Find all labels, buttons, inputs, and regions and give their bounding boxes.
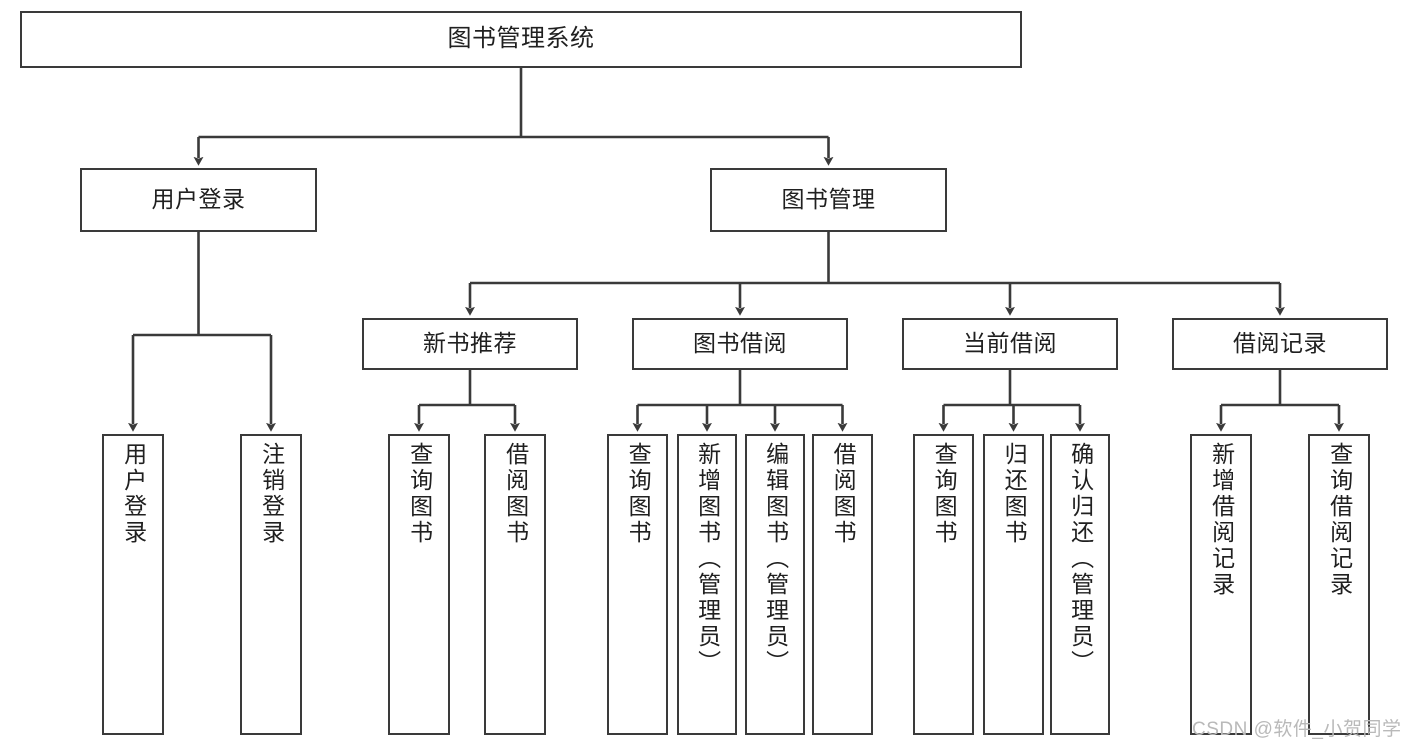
- node-leaf_b1[interactable]: 借阅图书: [484, 434, 546, 735]
- node-label-user_login: 用户登录: [151, 186, 246, 213]
- node-leaf_edit[interactable]: 编辑图书（管理员）: [745, 434, 805, 735]
- node-label-leaf_b2: 借阅图书: [830, 442, 857, 546]
- node-label-leaf_add: 新增图书（管理员）: [694, 442, 721, 676]
- node-label-new_rec: 新书推荐: [423, 330, 517, 357]
- node-label-leaf_logout: 注销登录: [258, 442, 285, 546]
- node-leaf_add[interactable]: 新增图书（管理员）: [677, 434, 737, 735]
- node-leaf_login[interactable]: 用户登录: [102, 434, 164, 735]
- edge-paths: [128, 68, 1344, 432]
- node-leaf_b2[interactable]: 借阅图书: [812, 434, 873, 735]
- node-label-leaf_qrec: 查询借阅记录: [1326, 442, 1353, 598]
- node-current[interactable]: 当前借阅: [902, 318, 1118, 370]
- node-label-leaf_b1: 借阅图书: [502, 442, 529, 546]
- node-leaf_qrec[interactable]: 查询借阅记录: [1308, 434, 1370, 735]
- node-label-leaf_q3: 查询图书: [931, 442, 958, 546]
- node-leaf_q3[interactable]: 查询图书: [913, 434, 974, 735]
- node-label-book_manage: 图书管理: [781, 186, 876, 213]
- node-label-root: 图书管理系统: [447, 25, 595, 53]
- node-label-records: 借阅记录: [1233, 330, 1327, 357]
- node-leaf_ret[interactable]: 归还图书: [983, 434, 1044, 735]
- node-borrow[interactable]: 图书借阅: [632, 318, 848, 370]
- node-label-leaf_conf: 确认归还（管理员）: [1067, 442, 1094, 676]
- node-label-leaf_ret: 归还图书: [1001, 442, 1028, 546]
- node-leaf_logout[interactable]: 注销登录: [240, 434, 302, 735]
- node-leaf_addrec[interactable]: 新增借阅记录: [1190, 434, 1252, 735]
- node-label-leaf_q1: 查询图书: [406, 442, 433, 546]
- node-leaf_q2[interactable]: 查询图书: [607, 434, 668, 735]
- node-label-leaf_login: 用户登录: [120, 442, 147, 546]
- node-root[interactable]: 图书管理系统: [20, 11, 1022, 68]
- node-label-leaf_edit: 编辑图书（管理员）: [762, 442, 789, 676]
- node-records[interactable]: 借阅记录: [1172, 318, 1388, 370]
- node-book_manage[interactable]: 图书管理: [710, 168, 947, 232]
- node-label-current: 当前借阅: [963, 330, 1057, 357]
- node-label-leaf_addrec: 新增借阅记录: [1208, 442, 1235, 598]
- node-user_login[interactable]: 用户登录: [80, 168, 317, 232]
- node-new_rec[interactable]: 新书推荐: [362, 318, 578, 370]
- node-leaf_q1[interactable]: 查询图书: [388, 434, 450, 735]
- node-label-borrow: 图书借阅: [693, 330, 787, 357]
- node-label-leaf_q2: 查询图书: [625, 442, 652, 546]
- node-leaf_conf[interactable]: 确认归还（管理员）: [1050, 434, 1110, 735]
